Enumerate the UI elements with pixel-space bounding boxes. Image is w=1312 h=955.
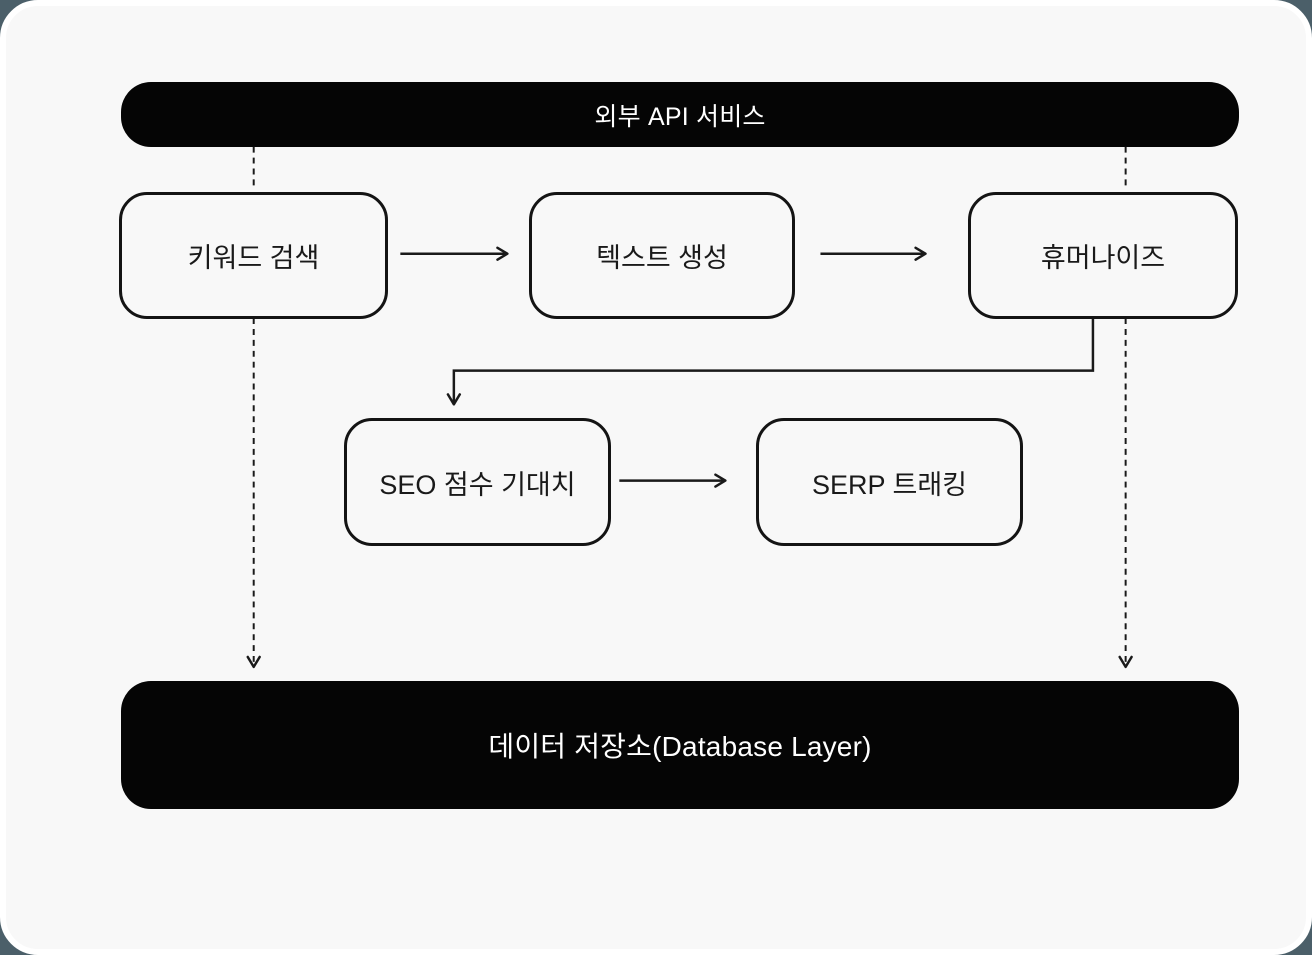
node-keyword-search-label: 키워드 검색	[187, 243, 320, 273]
node-serp-tracking: SERP 트래킹	[756, 418, 1023, 546]
node-serp-tracking-label: SERP 트래킹	[811, 469, 968, 500]
node-humanize: 휴머나이즈	[968, 192, 1238, 319]
node-text-generation: 텍스트 생성	[529, 192, 795, 319]
database-layer-label: 데이터 저장소(Database Layer)	[488, 731, 872, 762]
diagram-canvas: 외부 API 서비스 키워드 검색 텍스트 생성 휴머나이즈 SEO 점수 기대…	[6, 6, 1306, 949]
edge-humanize-to-seo	[446, 317, 1095, 406]
node-keyword-search: 키워드 검색	[119, 192, 388, 319]
external-api-service-label: 외부 API 서비스	[594, 102, 766, 131]
node-humanize-label: 휴머나이즈	[1040, 243, 1166, 273]
node-text-generation-label: 텍스트 생성	[596, 243, 728, 273]
database-layer-bar: 데이터 저장소(Database Layer)	[121, 681, 1239, 809]
node-seo-score-label: SEO 점수 기대치	[379, 469, 576, 500]
node-seo-score: SEO 점수 기대치	[344, 418, 611, 546]
connector-layer	[246, 146, 1133, 669]
external-api-service-bar: 외부 API 서비스	[121, 82, 1239, 147]
